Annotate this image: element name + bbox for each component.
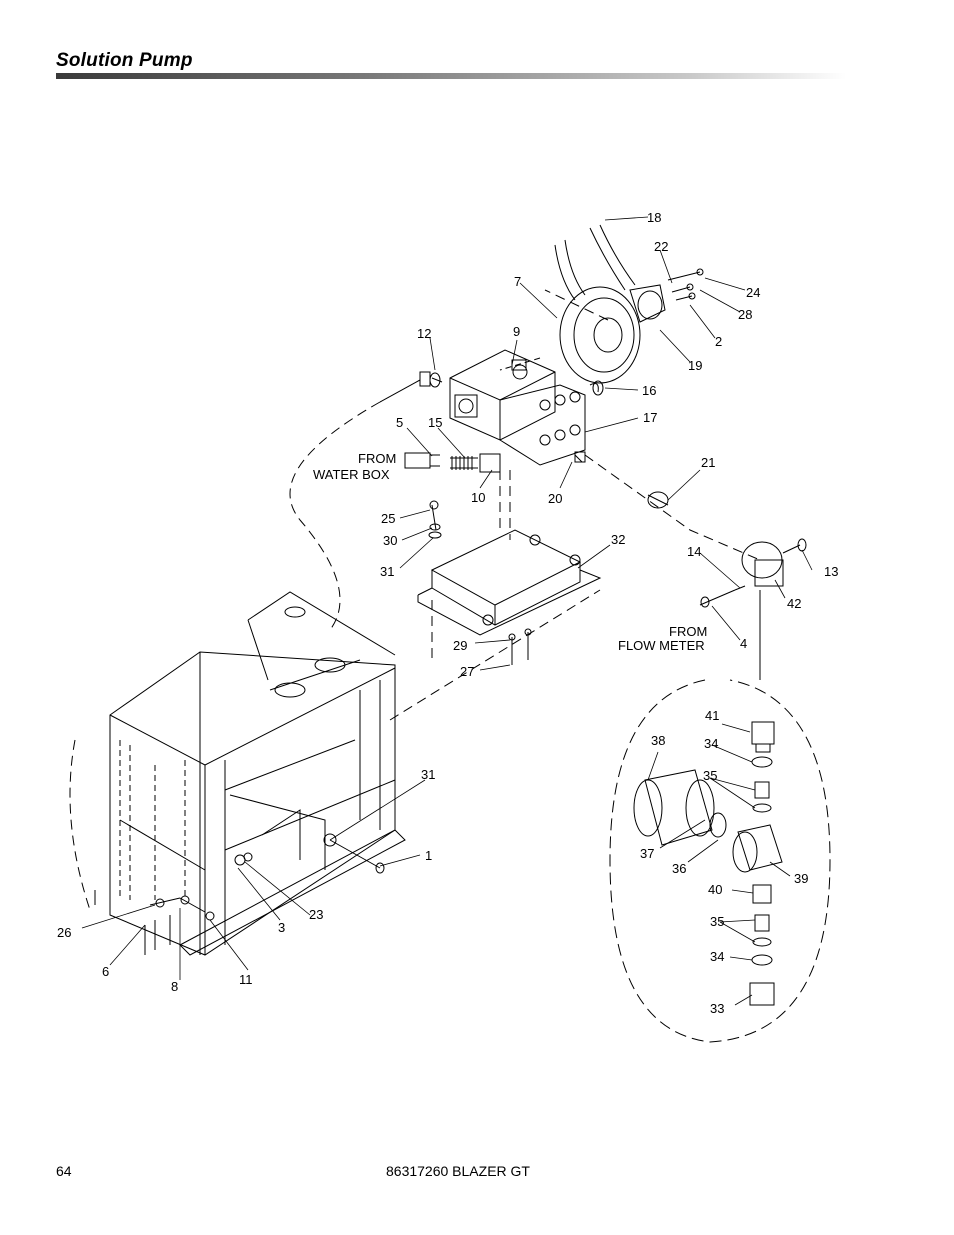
callout-24: 24 bbox=[746, 285, 760, 300]
callout-11: 11 bbox=[239, 972, 253, 987]
callout-39: 39 bbox=[794, 871, 808, 886]
callout-29: 29 bbox=[453, 638, 467, 653]
page-title: Solution Pump bbox=[56, 50, 193, 71]
callout-17: 17 bbox=[643, 410, 657, 425]
callout-31-lower: 31 bbox=[421, 767, 435, 782]
callout-41: 41 bbox=[705, 708, 719, 723]
callout-20: 20 bbox=[548, 491, 562, 506]
callout-5: 5 bbox=[396, 415, 403, 430]
callout-9: 9 bbox=[513, 324, 520, 339]
callout-38: 38 bbox=[651, 733, 665, 748]
callout-31-upper: 31 bbox=[380, 564, 394, 579]
callout-37: 37 bbox=[640, 846, 654, 861]
callout-19: 19 bbox=[688, 358, 702, 373]
page-number: 64 bbox=[56, 1163, 72, 1179]
note-from-flow-meter-line2: FLOW METER bbox=[618, 638, 705, 653]
callout-30: 30 bbox=[383, 533, 397, 548]
callout-36: 36 bbox=[672, 861, 686, 876]
callout-22: 22 bbox=[654, 239, 668, 254]
callout-6: 6 bbox=[102, 964, 109, 979]
callout-32: 32 bbox=[611, 532, 625, 547]
callout-42: 42 bbox=[787, 596, 801, 611]
callout-12: 12 bbox=[417, 326, 431, 341]
callout-35-lower: 35 bbox=[710, 914, 724, 929]
callout-34-upper: 34 bbox=[704, 736, 718, 751]
callout-33: 33 bbox=[710, 1001, 724, 1016]
callout-40: 40 bbox=[708, 882, 722, 897]
callout-26: 26 bbox=[57, 925, 71, 940]
callout-28: 28 bbox=[738, 307, 752, 322]
note-from-water-box-line2: WATER BOX bbox=[313, 467, 390, 482]
callout-2: 2 bbox=[715, 334, 722, 349]
callout-27: 27 bbox=[460, 664, 474, 679]
model-number: 86317260 BLAZER GT bbox=[386, 1163, 530, 1179]
pump-body bbox=[449, 349, 604, 466]
callout-8: 8 bbox=[171, 979, 178, 994]
callout-23: 23 bbox=[309, 907, 323, 922]
callout-21: 21 bbox=[701, 455, 715, 470]
title-rule bbox=[56, 73, 846, 79]
callout-4: 4 bbox=[740, 636, 747, 651]
callout-25: 25 bbox=[381, 511, 395, 526]
callout-10: 10 bbox=[471, 490, 485, 505]
note-from-water-box-line1: FROM bbox=[358, 451, 396, 466]
callout-1: 1 bbox=[425, 848, 432, 863]
callout-7: 7 bbox=[514, 274, 521, 289]
detail-view-oval bbox=[609, 590, 831, 1043]
note-from-flow-meter-line1: FROM bbox=[669, 624, 707, 639]
frame-assembly bbox=[69, 591, 406, 956]
callout-18: 18 bbox=[647, 210, 661, 225]
callout-13: 13 bbox=[824, 564, 838, 579]
pulley-and-belt bbox=[499, 224, 704, 384]
callout-34-lower: 34 bbox=[710, 949, 724, 964]
callout-14: 14 bbox=[687, 544, 701, 559]
callout-3: 3 bbox=[278, 920, 285, 935]
callout-15: 15 bbox=[428, 415, 442, 430]
assembly-lines bbox=[289, 289, 761, 721]
callout-35-upper: 35 bbox=[703, 768, 717, 783]
callout-16: 16 bbox=[642, 383, 656, 398]
leader-lines bbox=[81, 216, 813, 1006]
pump-mounting-plate bbox=[417, 500, 602, 665]
unloader-valve bbox=[741, 538, 807, 587]
hose-fittings bbox=[379, 371, 746, 608]
